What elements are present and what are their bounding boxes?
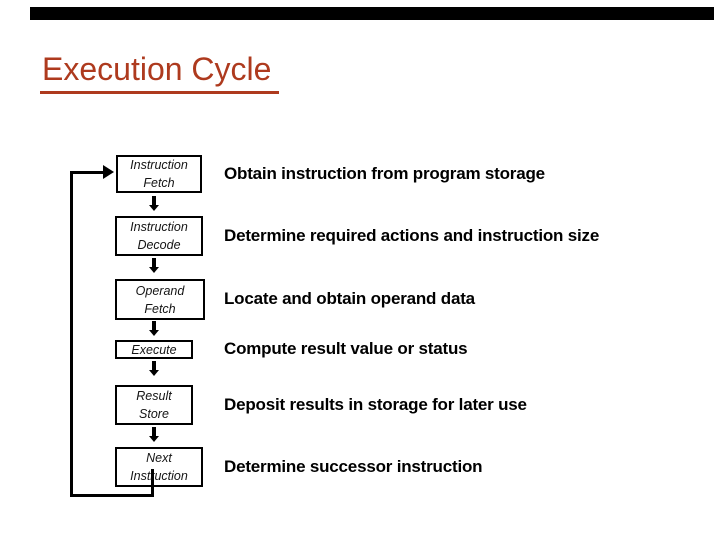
step-description: Compute result value or status bbox=[224, 339, 468, 358]
down-arrow-icon bbox=[149, 258, 159, 273]
flow-box-execute: Execute bbox=[115, 340, 193, 359]
box-label-line: Decode bbox=[137, 238, 181, 252]
box-label-line: Result bbox=[136, 389, 172, 403]
feedback-line-bottom bbox=[70, 494, 154, 497]
slide-top-bar bbox=[30, 7, 714, 20]
flow-box-result-store: Result Store bbox=[115, 385, 193, 425]
down-arrow-icon bbox=[149, 361, 159, 376]
flow-box-next-instruction: Next Instruction bbox=[115, 447, 203, 487]
down-arrow-icon bbox=[149, 321, 159, 336]
box-label-line: Execute bbox=[131, 342, 177, 357]
box-label-line: Instruction bbox=[130, 469, 188, 483]
feedback-arrowhead-icon bbox=[103, 165, 114, 179]
down-arrow-icon bbox=[149, 427, 159, 442]
flow-box-instruction-fetch: Instruction Fetch bbox=[116, 155, 202, 193]
box-label-line: Store bbox=[139, 407, 169, 421]
box-label-line: Fetch bbox=[144, 301, 176, 316]
flow-box-instruction-decode: Instruction Decode bbox=[115, 216, 203, 256]
box-label-line: Instruction bbox=[130, 220, 188, 234]
box-label-line: Next bbox=[146, 451, 172, 465]
step-description: Deposit results in storage for later use bbox=[224, 395, 527, 414]
flow-box-operand-fetch: Operand Fetch bbox=[115, 279, 205, 320]
down-arrow-icon bbox=[149, 196, 159, 211]
feedback-line-top bbox=[70, 171, 103, 174]
step-description: Obtain instruction from program storage bbox=[224, 164, 545, 183]
box-label-line: Instruction bbox=[130, 158, 188, 172]
box-label-line: Operand bbox=[135, 283, 185, 298]
feedback-line-left bbox=[70, 171, 73, 497]
step-description: Locate and obtain operand data bbox=[224, 289, 475, 308]
step-description: Determine required actions and instructi… bbox=[224, 226, 600, 245]
feedback-line-stub bbox=[151, 469, 154, 497]
step-description: Determine successor instruction bbox=[224, 457, 483, 476]
box-label-line: Fetch bbox=[143, 176, 175, 190]
slide-title: Execution Cycle bbox=[40, 51, 280, 94]
